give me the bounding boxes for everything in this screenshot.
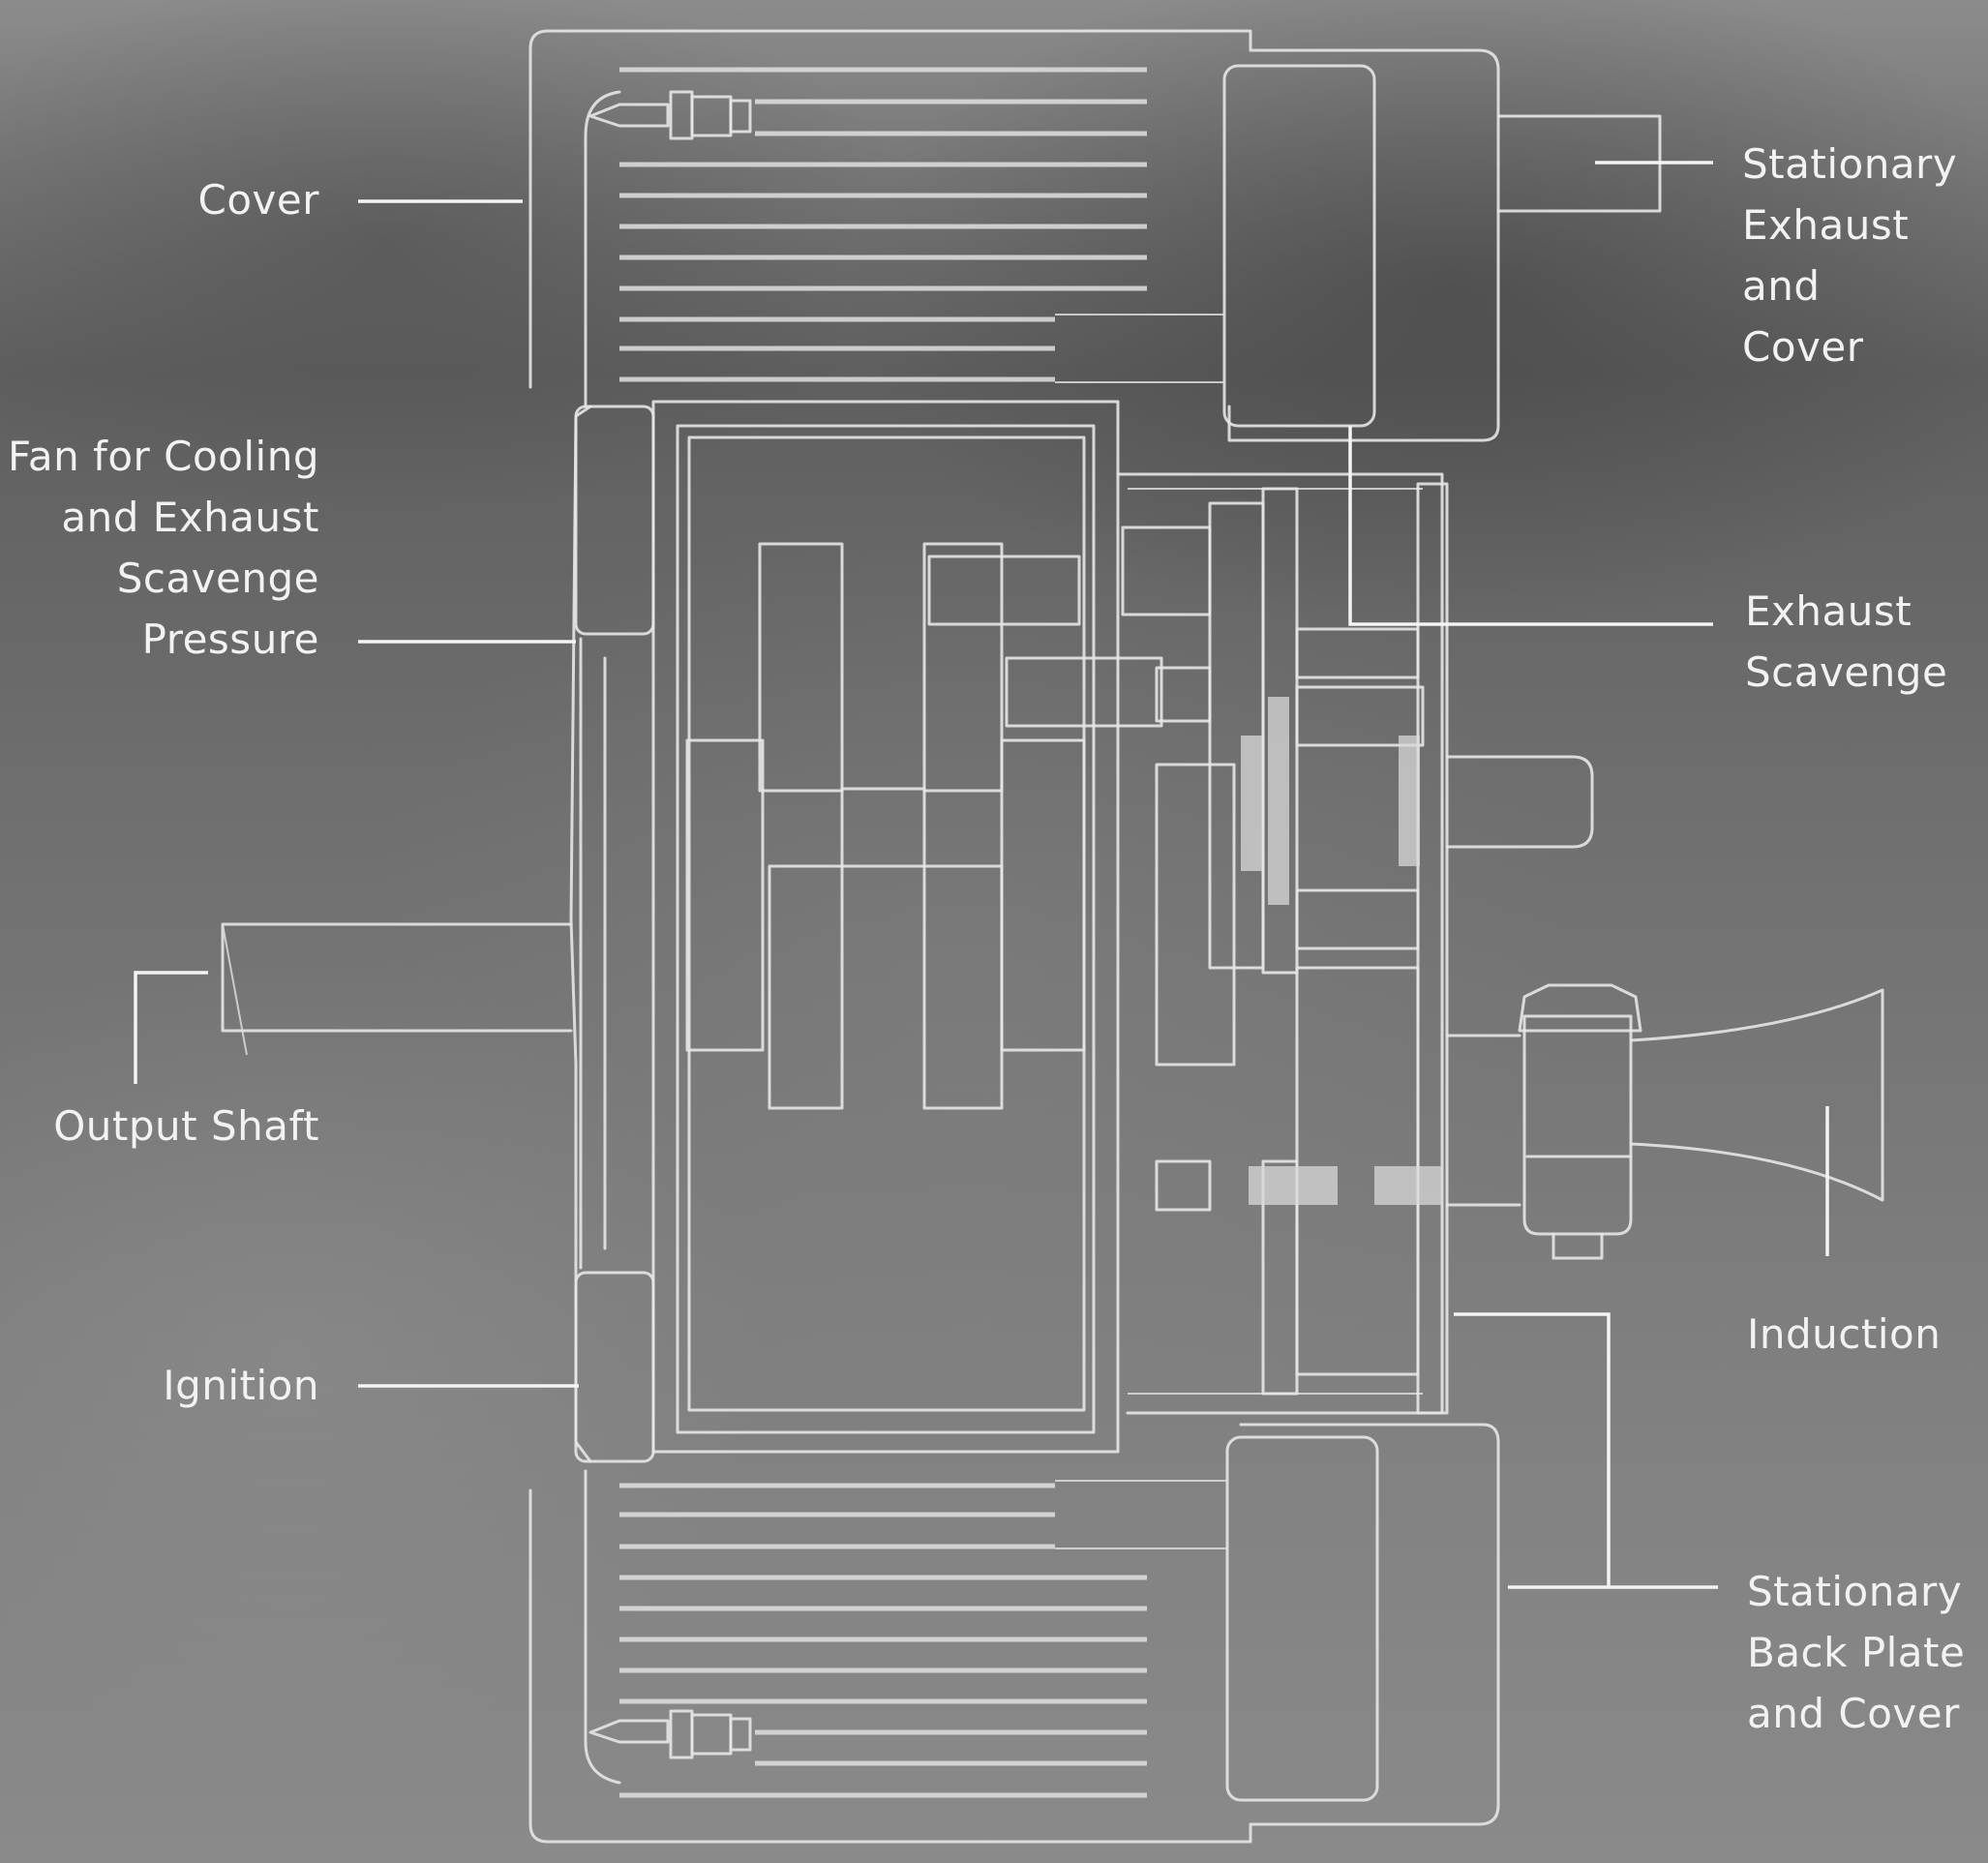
crankshaft [685, 542, 1212, 1110]
leader-output-shaft [134, 971, 208, 1084]
bottom-spark-plug [588, 1709, 752, 1759]
crankcase-inner [676, 424, 1096, 1434]
label-fan: Fan for Cooling and Exhaust Scavenge Pre… [8, 433, 319, 663]
label-stationary-exhaust: Stationary Exhaust and Cover [1742, 140, 1958, 371]
crankcase-chamber [687, 436, 1086, 1412]
induction-bell [1629, 988, 1884, 1202]
label-cover: Cover [197, 176, 319, 224]
label-exhaust-scavenge: Exhaust Scavenge [1745, 587, 1948, 696]
leader-stationary-back-plate [1454, 1312, 1718, 1589]
bottom-cover-shell [528, 1423, 1500, 1844]
label-ignition: Ignition [163, 1362, 319, 1409]
top-spark-plug [588, 90, 752, 140]
label-induction: Induction [1747, 1310, 1942, 1358]
fan-blade-upper [574, 405, 655, 636]
carburetor [1445, 983, 1642, 1260]
bottom-cooling-fins [619, 1480, 1227, 1798]
bottom-cover-inner [584, 1469, 621, 1785]
top-cover-inner [584, 90, 621, 408]
output-shaft [221, 922, 573, 1033]
crankcase-rear-wall [1116, 472, 1444, 1415]
label-output-shaft: Output Shaft [53, 1102, 319, 1150]
bearings [1241, 697, 1442, 1205]
rear-shaft [1445, 755, 1594, 849]
top-cooling-fins [619, 67, 1224, 383]
top-exhaust-box [1222, 64, 1376, 428]
fan-inner-wall [579, 637, 607, 1270]
crankcase-outer [651, 400, 1120, 1454]
top-cover-shell [528, 29, 1500, 442]
leader-exhaust-scavenge [1348, 426, 1713, 626]
bottom-exhaust-box [1225, 1435, 1379, 1802]
fan-housing [569, 405, 592, 1463]
fan-blade-lower [574, 1271, 655, 1463]
label-stationary-back-plate: Stationary Back Plate and Cover [1747, 1568, 1966, 1737]
